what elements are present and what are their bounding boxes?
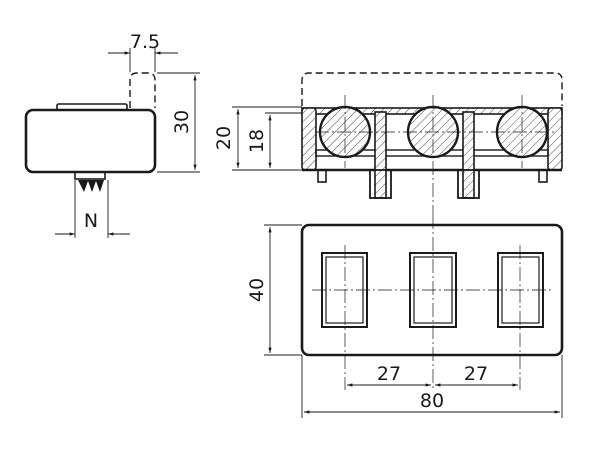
side-plug-outline <box>129 72 156 108</box>
dim-label-80: 80 <box>420 390 444 412</box>
front-view: 40 27 27 80 <box>246 215 564 418</box>
side-connector <box>74 171 106 180</box>
dim-label-30: 30 <box>171 110 193 134</box>
dim-label-n: N <box>84 210 98 232</box>
side-body <box>24 108 157 174</box>
dim-label-40: 40 <box>246 278 268 302</box>
section-view: 20 18 <box>213 72 563 215</box>
section-plug-outline <box>301 72 563 106</box>
side-top-tab <box>56 103 128 111</box>
pin-left <box>374 111 387 199</box>
pin-right <box>462 111 475 199</box>
dim-label-18: 18 <box>246 129 268 153</box>
side-connector-teeth <box>78 180 104 192</box>
dim-label-20: 20 <box>213 126 235 150</box>
dim-label-27-right: 27 <box>464 363 488 385</box>
dim-label-27-left: 27 <box>377 363 401 385</box>
dim-label-7-5: 7.5 <box>130 31 160 53</box>
side-view: N 7.5 30 <box>24 31 200 238</box>
front-body <box>300 223 564 357</box>
